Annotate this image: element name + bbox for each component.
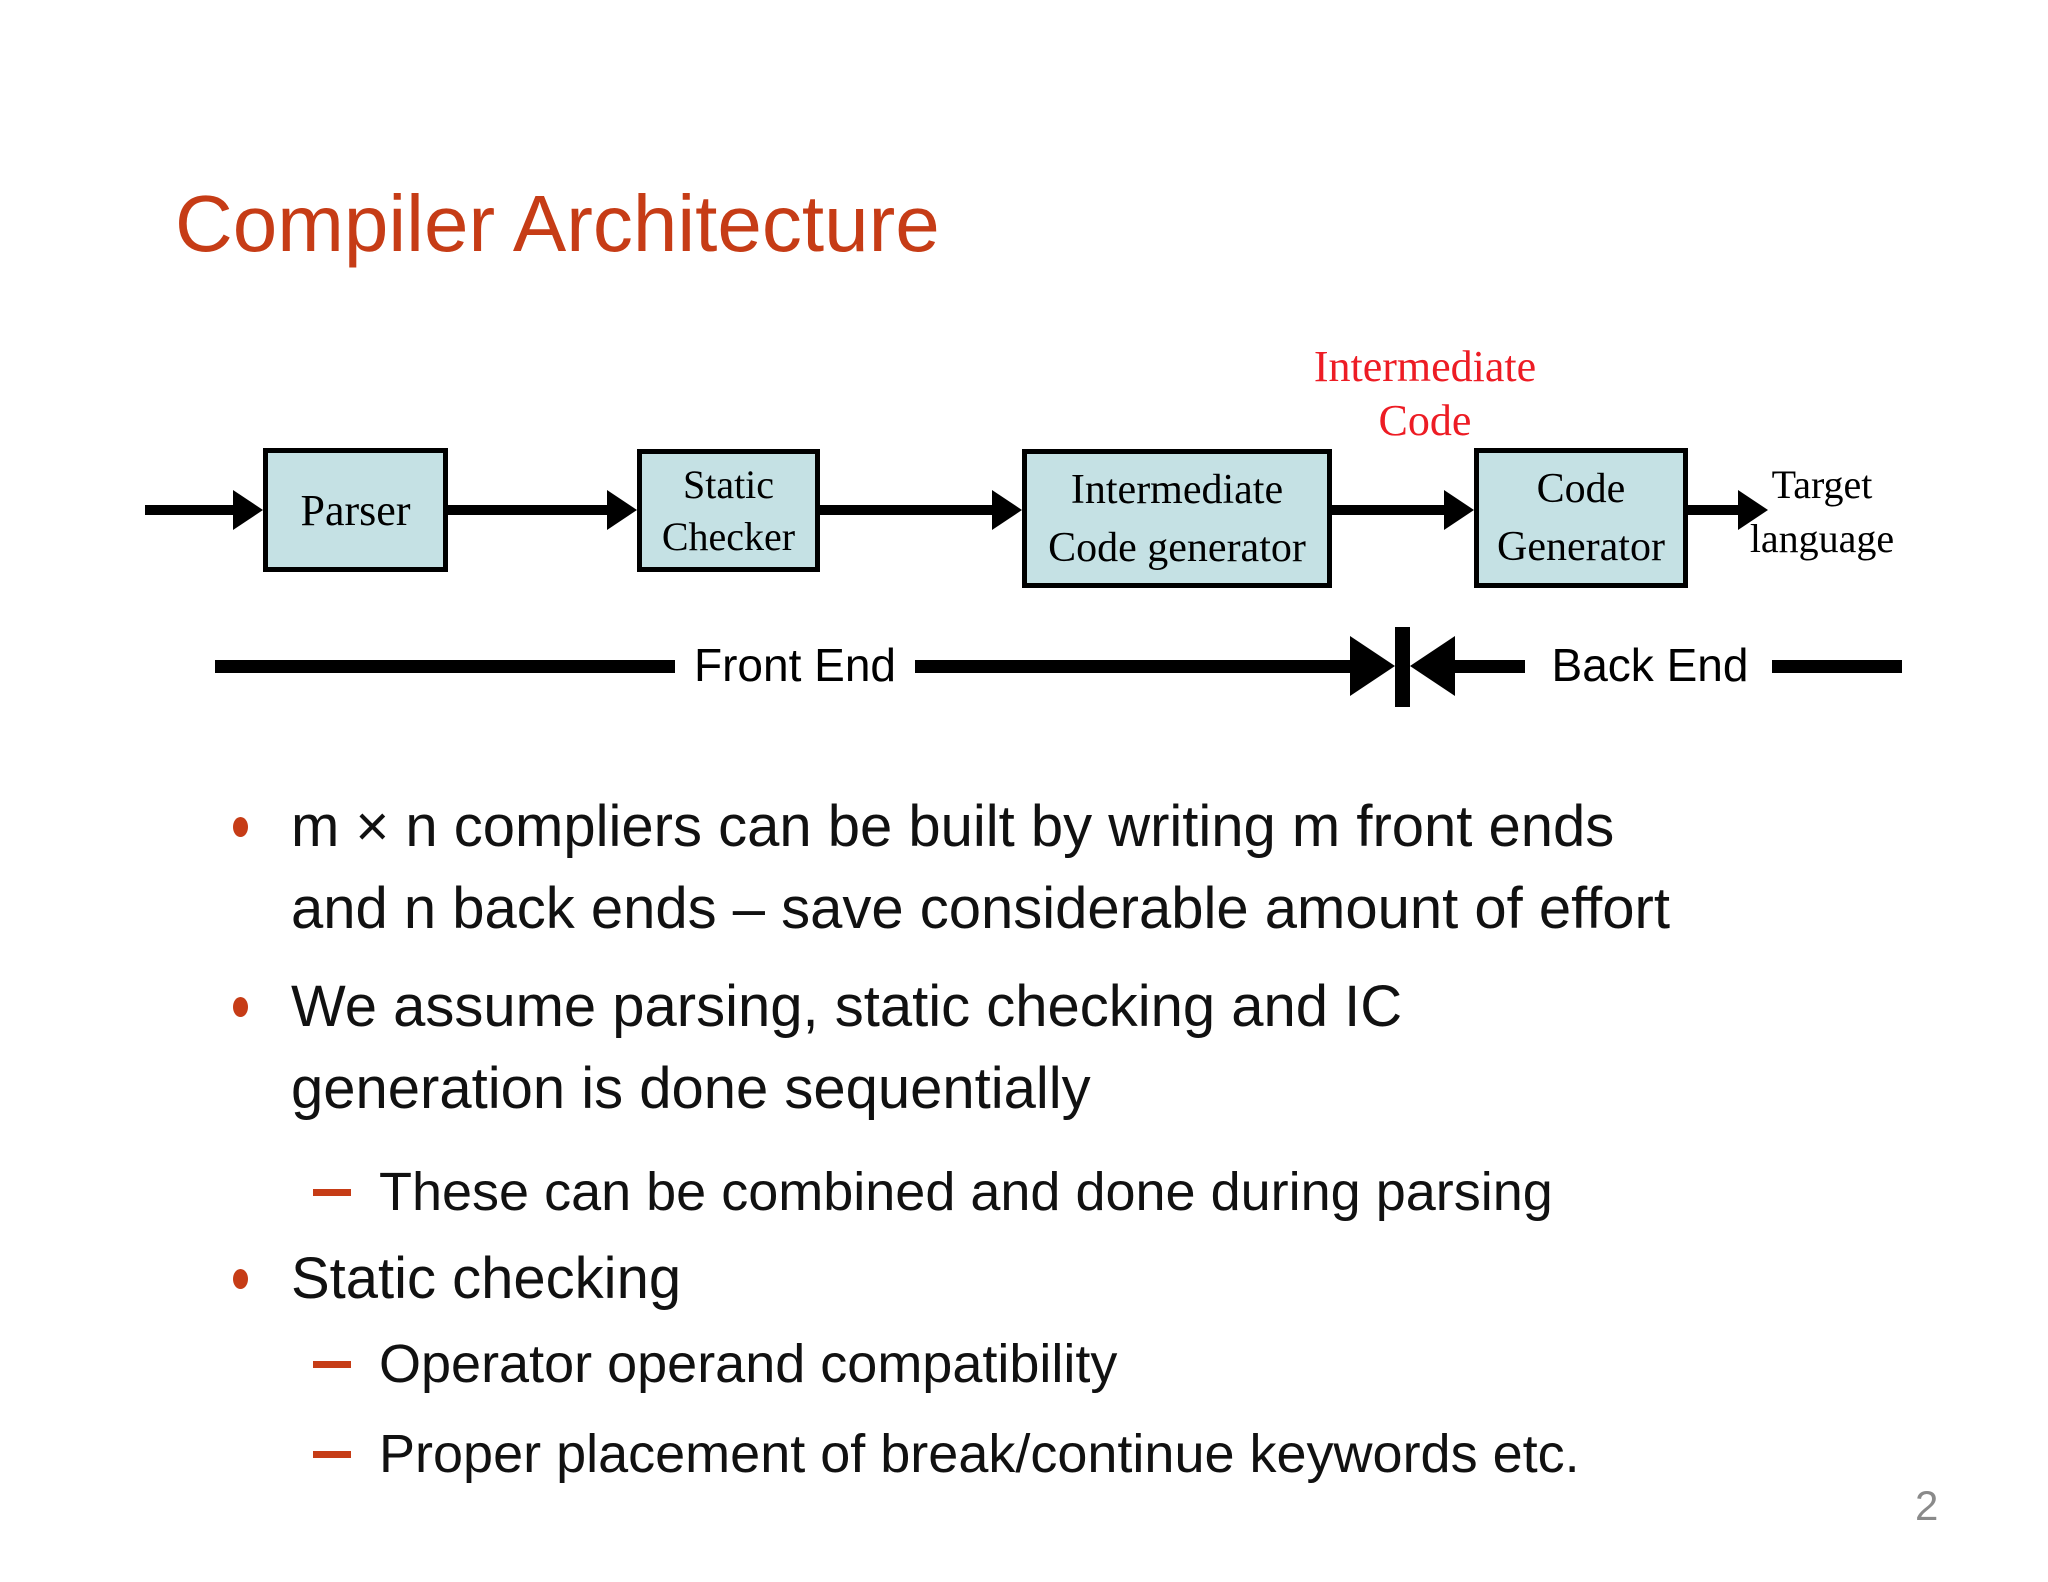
arrow-parser-to-static-head-icon (607, 490, 637, 530)
target-language-line1: Target (1771, 462, 1873, 507)
arrow-icg-to-cg-line (1332, 505, 1444, 515)
arrow-parser-to-static-line (448, 505, 607, 515)
bullet-item-3: These can be combined and done during pa… (227, 1156, 1907, 1228)
dash-icon (313, 1361, 351, 1368)
bullet-1-line1: m × n compliers can be built by writing … (291, 794, 1615, 859)
back-end-label: Back End (1551, 639, 1749, 691)
box-code-generator-line1: Code (1536, 466, 1626, 512)
divider-segment-right-outer (1772, 660, 1902, 673)
bullet-3-line1: These can be combined and done during pa… (379, 1162, 1553, 1222)
box-code-generator-line2: Generator (1497, 524, 1665, 570)
bullet-2-line1: We assume parsing, static checking and I… (291, 974, 1403, 1039)
page-number: 2 (1915, 1482, 1939, 1529)
bullet-5-line1: Operator operand compatibility (379, 1334, 1118, 1394)
arrow-icg-to-cg-head-icon (1444, 490, 1474, 530)
divider-segment-left (215, 660, 675, 673)
divider-bar (1395, 627, 1410, 707)
bullet-1-line2: and n back ends – save considerable amou… (291, 876, 1670, 941)
box-intermediate-code-generator: Intermediate Code generator (1022, 449, 1332, 588)
arrow-input-head-icon (233, 490, 263, 530)
target-language-label: Target language (1722, 458, 1922, 566)
arrow-cg-to-target-line (1688, 505, 1738, 515)
intermediate-code-label: Intermediate Code (1265, 340, 1585, 448)
box-parser: Parser (263, 448, 448, 572)
arrow-static-to-icg-line (820, 505, 992, 515)
divider-arrow-right-icon (1350, 636, 1395, 696)
bullet-item-2: We assume parsing, static checking and I… (227, 966, 1907, 1130)
divider-segment-middle (915, 660, 1361, 673)
box-icg-line1: Intermediate (1070, 466, 1284, 513)
front-end-label: Front End (694, 639, 896, 691)
arrow-input-line (145, 505, 233, 515)
target-language-line2: language (1749, 516, 1895, 561)
arrow-cg-to-target-head-icon (1738, 490, 1768, 530)
bullet-item-5: Operator operand compatibility (227, 1328, 1907, 1400)
bullet-list: m × n compliers can be built by writing … (227, 786, 1907, 1490)
divider-arrow-left-icon (1410, 636, 1455, 696)
bullet-4-line1: Static checking (291, 1246, 682, 1311)
dash-icon (313, 1189, 351, 1196)
bullet-dot-icon (233, 997, 248, 1017)
box-icg-line2: Code generator (1048, 524, 1306, 571)
bullet-item-6: Proper placement of break/continue keywo… (227, 1418, 1907, 1490)
bullet-item-1: m × n compliers can be built by writing … (227, 786, 1907, 950)
box-static-checker: Static Checker (637, 449, 820, 572)
intermediate-code-label-line1: Intermediate (1313, 342, 1537, 391)
page-title: Compiler Architecture (175, 179, 940, 268)
box-static-checker-line1: Static (682, 461, 775, 507)
bullet-item-4: Static checking (227, 1238, 1907, 1320)
intermediate-code-label-line2: Code (1378, 396, 1472, 445)
box-code-generator: Code Generator (1474, 448, 1688, 588)
box-static-checker-line2: Checker (661, 513, 796, 559)
bullet-dot-icon (233, 817, 248, 837)
bullet-6-line1: Proper placement of break/continue keywo… (379, 1424, 1580, 1484)
arrow-static-to-icg-head-icon (992, 490, 1022, 530)
divider-segment-right-inner (1455, 660, 1525, 673)
bullet-2-line2: generation is done sequentially (291, 1056, 1091, 1121)
dash-icon (313, 1451, 351, 1458)
box-parser-label: Parser (300, 485, 411, 535)
bullet-dot-icon (233, 1269, 248, 1289)
